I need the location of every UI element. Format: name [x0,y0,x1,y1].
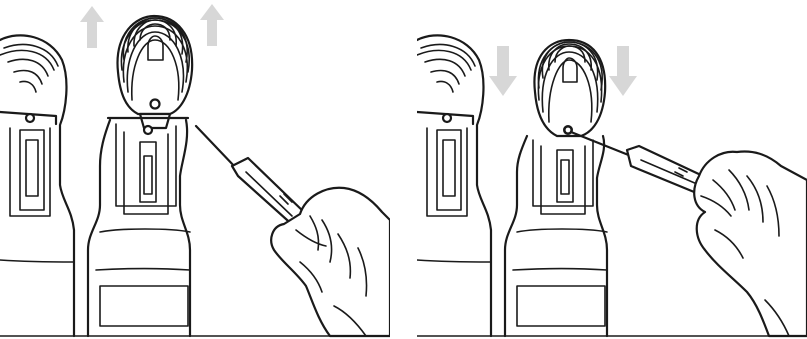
screw-icon [151,100,160,109]
screwdriver-icon [571,132,709,194]
arrow-up-icon [80,6,104,48]
panel-right-drawing [417,0,807,339]
arrow-up-icon [200,4,224,46]
screwdriver-icon [196,126,308,229]
panel-left-lift [0,0,390,339]
partial-shaver-left [417,35,491,336]
arrow-down-icon [489,46,517,96]
partial-shaver-left [0,35,74,336]
shaver-head-raised [88,16,192,336]
arrow-down-icon [609,46,637,96]
shaver-head-lowered [505,40,607,336]
panel-left-drawing [0,0,390,339]
panel-right-lower [417,0,807,339]
hand-icon [694,152,807,336]
